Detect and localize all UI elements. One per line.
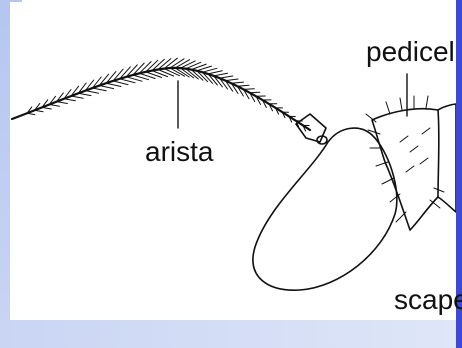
- arista-bristle: [57, 102, 68, 104]
- arista-bristle: [208, 71, 222, 74]
- arista-bristle: [231, 82, 243, 83]
- funnel-segment: [253, 128, 397, 290]
- pedicel-hair: [400, 136, 408, 142]
- arista-bristle: [35, 110, 44, 112]
- pedicel-hair: [410, 146, 418, 152]
- pedicel-label: pedicel: [366, 38, 455, 66]
- arista-bristle: [71, 96, 83, 98]
- arista-bristle: [49, 105, 59, 107]
- arista-bristle: [64, 99, 76, 101]
- pedicel-hair: [422, 128, 430, 134]
- pedicel-hair: [400, 98, 402, 110]
- arista-bristle: [220, 76, 233, 78]
- arista-bristle: [244, 89, 255, 90]
- arista-bristle: [214, 73, 228, 76]
- arista-bristle: [158, 70, 174, 77]
- arista-bristle: [186, 62, 201, 68]
- arista-bristle: [152, 71, 168, 77]
- pedicel-hair: [420, 158, 428, 164]
- scape-label: scape: [394, 286, 462, 314]
- arista-label: arista: [145, 138, 213, 166]
- arista-bristle: [42, 107, 51, 109]
- arista-bristle: [120, 79, 135, 83]
- pedicel-hair: [396, 212, 406, 222]
- pedicel-hair: [406, 166, 414, 172]
- pedicel-hair: [366, 114, 376, 122]
- arista-bristle: [202, 68, 217, 72]
- pedicel-hair: [426, 96, 428, 108]
- arista-bristle: [237, 85, 249, 86]
- pedicel-hair: [434, 188, 444, 192]
- arista-bristle: [78, 93, 91, 95]
- arista-bristle: [113, 81, 128, 85]
- arista-bristle: [92, 88, 106, 91]
- arista-bristle: [99, 86, 113, 89]
- arista-bristle: [85, 91, 98, 94]
- arista-base: [296, 114, 326, 142]
- arista-bristle: [225, 79, 238, 81]
- pedicel-segment: [372, 109, 439, 230]
- pedicel-hair: [386, 102, 390, 114]
- scape-segment: [438, 104, 456, 212]
- arista-bristle: [106, 83, 121, 86]
- arista-bristle: [27, 113, 35, 114]
- arista-bristle: [181, 61, 196, 68]
- frame-bottom-edge: [0, 320, 462, 348]
